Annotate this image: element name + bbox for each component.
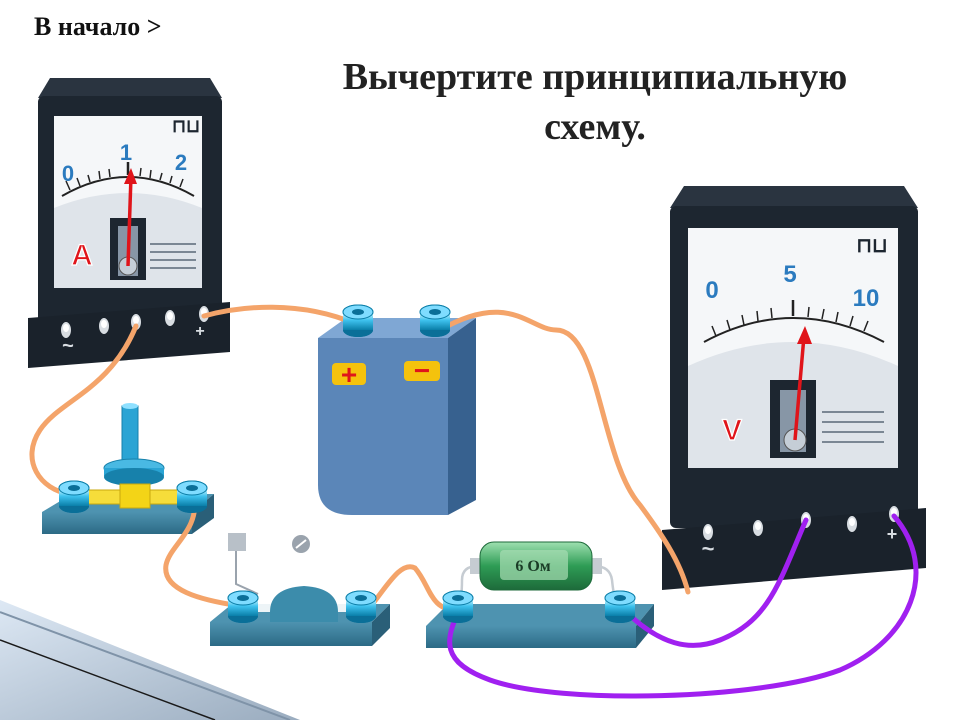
ammeter-plus-mark: + (195, 323, 204, 340)
title-line-2: схему. (544, 106, 646, 148)
ammeter-ac-mark: ~ (62, 335, 74, 357)
ammeter-scale-label-2: 2 (175, 150, 187, 175)
ammeter-symbol: A (71, 239, 93, 272)
page-title: Вычертите принципиальную схему. (270, 52, 920, 152)
voltmeter-scale-label-0: 0 (705, 277, 718, 304)
ammeter-scale-ticks (65, 162, 184, 191)
battery: + − (318, 304, 476, 515)
wire-voltmeter-to-resistor-left[interactable] (447, 513, 919, 699)
switch-right-terminal-cap (345, 590, 377, 624)
battery-plus-terminal-marker: + (332, 359, 366, 390)
title-line-1: Вычертите принципиальную (342, 56, 848, 98)
voltmeter-symbol: V (722, 414, 742, 447)
battery-plus-label: + (341, 359, 357, 390)
battery-minus-terminal-cap (419, 304, 451, 338)
resistor: 6 Ом (426, 541, 654, 648)
decorative-corner (0, 600, 300, 720)
ammeter-type-mark: ⊓⊔ (172, 116, 200, 136)
battery-minus-terminal-marker: − (404, 355, 440, 386)
ammeter-terminal-screw (99, 318, 109, 334)
resistor-right-terminal-cap (604, 590, 636, 624)
ammeter-terminal-screw (165, 310, 175, 326)
resistor-value-label: 6 Ом (515, 558, 550, 575)
back-to-start-link[interactable]: В начало > (34, 12, 162, 41)
voltmeter-type-mark: ⊓⊔ (856, 235, 887, 257)
wire-voltmeter-to-resistor-right[interactable] (621, 517, 809, 648)
wire-rheostat-to-switch[interactable] (163, 493, 243, 609)
voltmeter: 0 5 10 ⊓⊔ V ~ + (662, 186, 926, 590)
voltmeter-terminal-screw (753, 520, 763, 536)
voltmeter-scale-label-5: 5 (783, 261, 796, 288)
wire-ammeter-to-battery-plus[interactable] (201, 304, 359, 327)
ammeter-scale-label-0: 0 (62, 161, 74, 186)
voltmeter-scale-ticks (711, 300, 869, 337)
wires (29, 304, 919, 699)
wire-switch-to-resistor[interactable] (363, 564, 459, 615)
voltmeter-ac-mark: ~ (702, 536, 715, 561)
battery-plus-terminal-cap (342, 304, 374, 338)
ammeter-scale-label-1: 1 (120, 140, 132, 165)
resistor-left-terminal-cap (442, 590, 474, 624)
rheostat-left-terminal-cap (58, 480, 90, 514)
voltmeter-scale-label-10: 10 (853, 285, 880, 312)
ammeter-needle (126, 175, 133, 267)
switch-left-terminal-cap (227, 590, 259, 624)
ammeter: 0 1 2 ⊓⊔ A ~ + (28, 78, 230, 368)
switch (210, 533, 390, 646)
rheostat-right-terminal-cap (176, 480, 208, 514)
battery-minus-label: − (414, 355, 430, 386)
rheostat (42, 403, 214, 534)
wire-ammeter-to-rheostat[interactable] (29, 323, 139, 497)
wire-battery-minus-to-voltmeter[interactable] (437, 309, 691, 595)
voltmeter-needle (793, 335, 806, 441)
voltmeter-plus-mark: + (887, 524, 898, 544)
voltmeter-terminal-screw (847, 516, 857, 532)
